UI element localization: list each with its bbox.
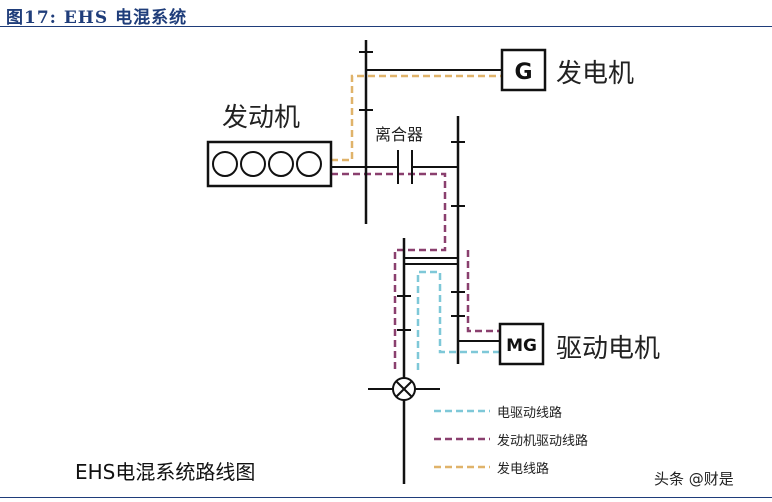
bottom-rule [0, 497, 772, 498]
engine-block-icon [206, 140, 333, 188]
generator-letter: G [514, 60, 532, 85]
motor-letter: MG [506, 336, 537, 356]
legend-label-generation: 发电线路 [497, 462, 550, 477]
differential-icon [392, 377, 416, 401]
legend-label-engine-drive: 发动机驱动线路 [497, 434, 589, 449]
engine-drive-path [331, 172, 447, 372]
watermark: 头条 @财是 [654, 470, 734, 488]
motor-label: 驱动电机 [556, 334, 661, 364]
figure-title: 图17: EHS 电混系统 [6, 8, 188, 28]
title-rule [0, 26, 772, 27]
engine-label: 发动机 [222, 103, 301, 133]
generator-box [500, 48, 547, 92]
generator-label: 发电机 [556, 59, 635, 89]
legend-label-electric-drive: 电驱动线路 [497, 406, 563, 421]
motor-box [498, 322, 545, 366]
gear-ticks [359, 51, 465, 331]
figure-caption: EHS电混系统路线图 [75, 460, 256, 484]
generation-path [331, 74, 502, 162]
electric-drive-path [416, 270, 500, 372]
clutch-label: 离合器 [375, 125, 424, 144]
engine-drive-path-motor [466, 250, 500, 333]
